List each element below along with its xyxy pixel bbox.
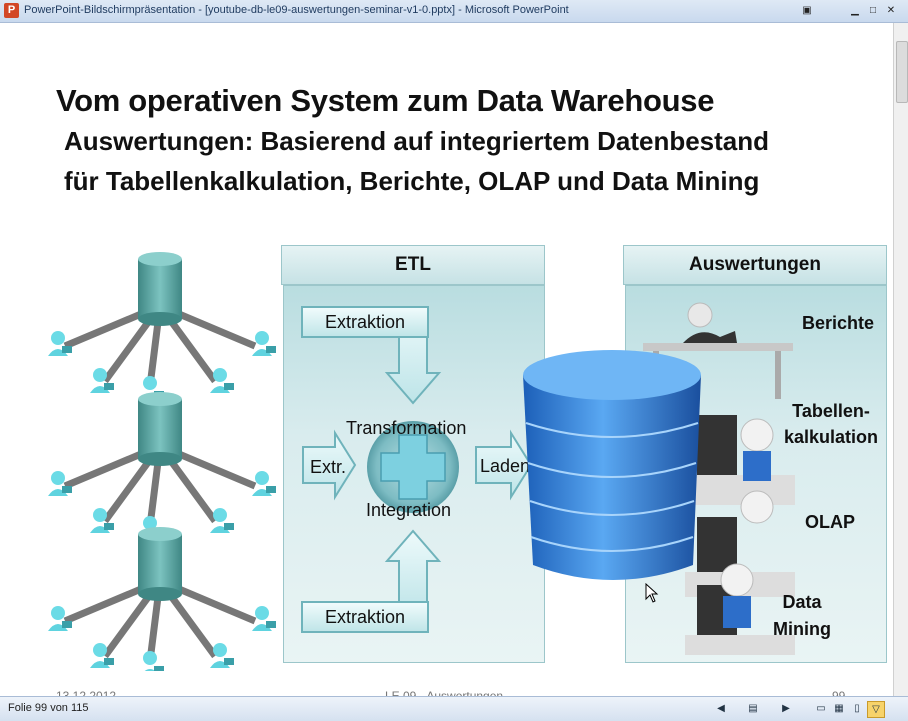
datamining-label-line2: Mining [773, 619, 831, 639]
reading-view-icon[interactable]: ▯ [854, 703, 860, 714]
normal-view-icon[interactable]: ▭ [816, 703, 826, 714]
slide-counter: Folie 99 von 115 [8, 702, 89, 714]
minimize-button[interactable]: ▁ [851, 5, 859, 16]
slide: Vom operativen System zum Data Warehouse… [0, 23, 893, 703]
plus-icon [380, 434, 446, 500]
auswertungen-header: Auswertungen [623, 245, 887, 285]
status-bar: Folie 99 von 115 ◀ ▤ ▶ ▭ ▦ ▯ ▽ [0, 696, 908, 721]
slide-subtitle-line2: für Tabellenkalkulation, Berichte, OLAP … [64, 166, 760, 196]
etl-header: ETL [281, 245, 545, 285]
slide-sorter-icon[interactable]: ▦ [834, 703, 844, 714]
slide-subtitle-line1: Auswertungen: Basierend auf integriertem… [64, 126, 770, 156]
integration-label: Integration [366, 500, 452, 520]
source-system-1 [48, 252, 276, 401]
restore-view-icon[interactable]: ▣ [802, 5, 812, 16]
window-title: PowerPoint-Bildschirmpräsentation - [you… [24, 4, 569, 16]
tabellen-label-line1: Tabellen- [792, 401, 870, 421]
data-warehouse-icon [523, 350, 701, 580]
datamining-label-line1: Data [782, 592, 822, 612]
title-bar: P PowerPoint-Bildschirmpräsentation - [y… [0, 0, 908, 23]
olap-label: OLAP [804, 512, 855, 532]
source-system-2 [48, 392, 276, 541]
tabellen-label-line2: kalkulation [783, 427, 879, 447]
maximize-button[interactable]: □ [869, 5, 877, 16]
previous-slide-icon[interactable]: ◀ [717, 703, 725, 714]
source-system-3 [48, 527, 276, 671]
next-slide-icon[interactable]: ▶ [782, 703, 790, 714]
extraktion-top-box: Extraktion [301, 306, 429, 338]
slide-title: Vom operativen System zum Data Warehouse [56, 83, 715, 118]
notes-icon[interactable]: ▤ [748, 703, 758, 714]
berichte-label: Berichte [801, 313, 875, 333]
scrollbar-thumb[interactable] [896, 41, 908, 103]
vertical-scrollbar[interactable] [893, 23, 908, 696]
extraktion-bottom-box: Extraktion [301, 601, 429, 633]
operational-systems-illustration [40, 251, 285, 671]
extr-label: Extr. [310, 457, 347, 477]
powerpoint-icon: P [4, 3, 19, 18]
close-button[interactable]: ✕ [886, 5, 896, 16]
slideshow-view-icon[interactable]: ▽ [867, 701, 885, 718]
transformation-label: Transformation [346, 418, 467, 438]
mouse-cursor-icon [645, 583, 659, 603]
laden-label: Laden [480, 456, 531, 476]
